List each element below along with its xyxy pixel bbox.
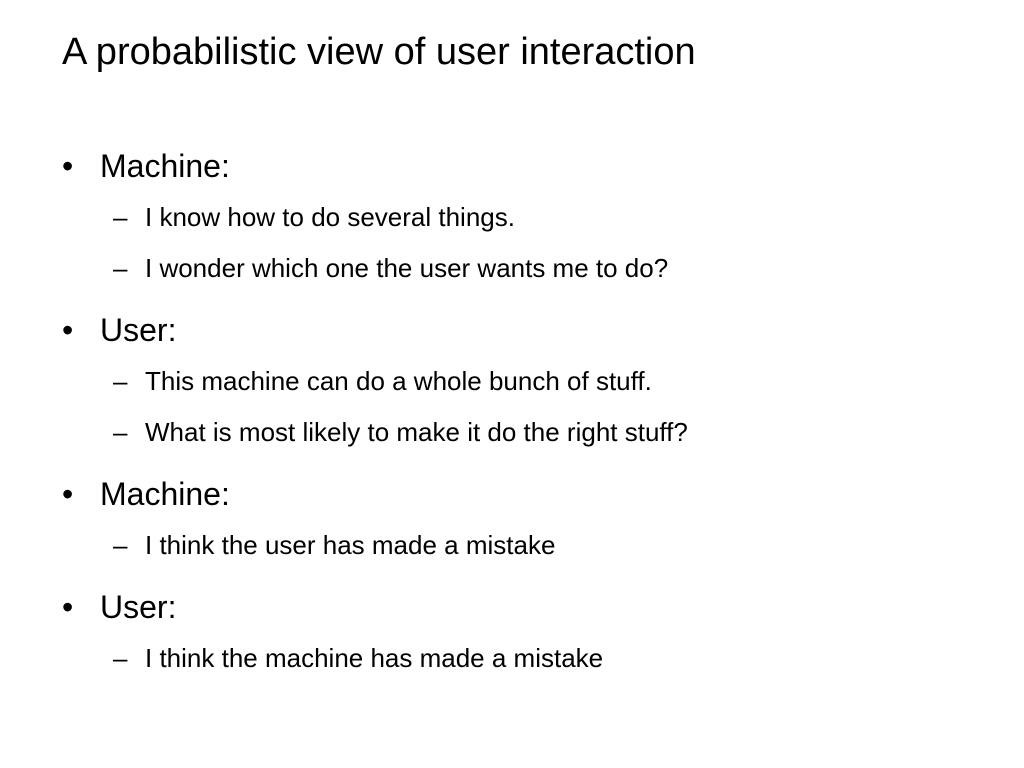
dash-icon: – [113, 530, 128, 560]
sub-item: – I think the user has made a mistake [100, 520, 962, 571]
bullet-item-user-1: • User: – This machine can do a whole bu… [62, 304, 962, 458]
dash-icon: – [113, 253, 128, 283]
dash-icon: – [113, 643, 128, 673]
bullet-text: User: [100, 589, 177, 625]
sub-item-text: I think the user has made a mistake [145, 530, 556, 560]
bullet-item-machine-2: • Machine: – I think the user has made a… [62, 468, 962, 571]
bullet-dot-icon: • [62, 589, 74, 625]
dash-icon: – [113, 366, 128, 396]
sub-item-text: What is most likely to make it do the ri… [145, 417, 688, 447]
dash-icon: – [113, 417, 128, 447]
sub-list: – I think the user has made a mistake [100, 520, 962, 571]
bullet-list: • Machine: – I know how to do several th… [62, 140, 962, 694]
sub-item: – I know how to do several things. [100, 192, 962, 243]
slide-title: A probabilistic view of user interaction [62, 31, 696, 73]
bullet-text: Machine: [100, 148, 230, 184]
sub-item: – I think the machine has made a mistake [100, 633, 962, 684]
sub-list: – This machine can do a whole bunch of s… [100, 356, 962, 458]
bullet-dot-icon: • [62, 148, 74, 184]
sub-item: – I wonder which one the user wants me t… [100, 243, 962, 294]
sub-item: – This machine can do a whole bunch of s… [100, 356, 962, 407]
bullet-item-user-2: • User: – I think the machine has made a… [62, 581, 962, 684]
bullet-dot-icon: • [62, 312, 74, 348]
sub-item-text: This machine can do a whole bunch of stu… [145, 366, 652, 396]
bullet-dot-icon: • [62, 476, 74, 512]
sub-item-text: I think the machine has made a mistake [145, 643, 604, 673]
bullet-text: User: [100, 312, 177, 348]
sub-item-text: I know how to do several things. [145, 202, 515, 232]
dash-icon: – [113, 202, 128, 232]
sub-item-text: I wonder which one the user wants me to … [145, 253, 669, 283]
bullet-text: Machine: [100, 476, 230, 512]
sub-list: – I think the machine has made a mistake [100, 633, 962, 684]
sub-list: – I know how to do several things. – I w… [100, 192, 962, 294]
bullet-item-machine-1: • Machine: – I know how to do several th… [62, 140, 962, 294]
sub-item: – What is most likely to make it do the … [100, 407, 962, 458]
